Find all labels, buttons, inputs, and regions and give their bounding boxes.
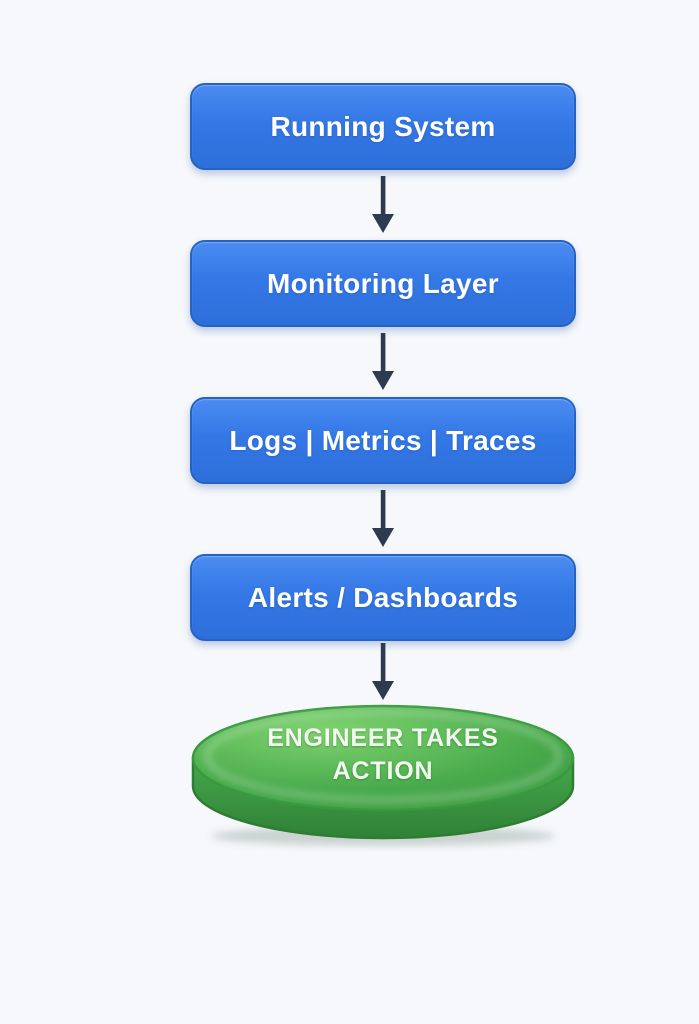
cylinder-shape bbox=[191, 704, 575, 846]
node-running-system-label: Running System bbox=[270, 110, 496, 142]
node-alerts-dashboards-label: Alerts / Dashboards bbox=[247, 581, 519, 613]
arrow-down-icon bbox=[372, 333, 394, 390]
flow-column: Running System Monitoring Layer Logs | M… bbox=[190, 83, 576, 853]
node-engineer-takes-action-label: ENGINEER TAKES ACTION bbox=[267, 724, 499, 785]
node-alerts-dashboards: Alerts / Dashboards bbox=[190, 554, 576, 641]
node-logs-metrics-traces: Logs | Metrics | Traces bbox=[190, 397, 576, 484]
node-engineer-takes-action: ENGINEER TAKES ACTION bbox=[190, 703, 576, 853]
node-monitoring-layer-label: Monitoring Layer bbox=[267, 267, 499, 299]
node-running-system: Running System bbox=[190, 83, 576, 170]
arrow-down-icon bbox=[372, 176, 394, 233]
arrow-down-icon bbox=[372, 643, 394, 700]
node-logs-metrics-traces-label: Logs | Metrics | Traces bbox=[229, 424, 537, 456]
arrow-down-icon bbox=[372, 490, 394, 547]
node-monitoring-layer: Monitoring Layer bbox=[190, 240, 576, 327]
